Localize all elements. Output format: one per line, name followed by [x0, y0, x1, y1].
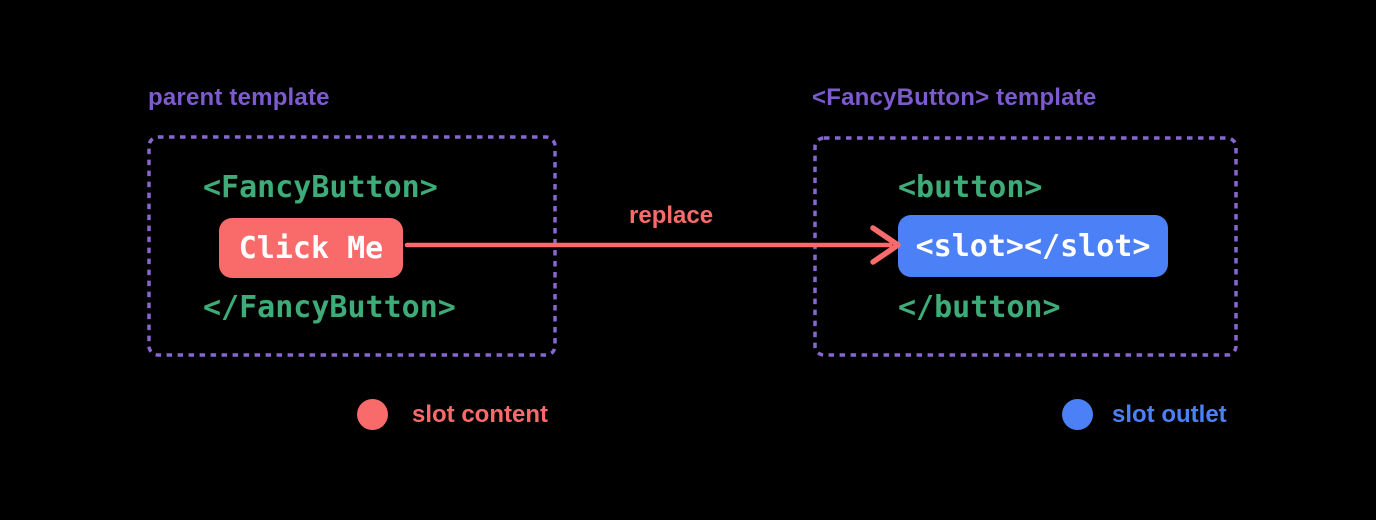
component-code-open-tag: <button> [898, 170, 1043, 205]
parent-code-close-tag: </FancyButton> [203, 290, 456, 325]
slot-content-legend-dot-icon [357, 399, 388, 430]
component-code-close-tag: </button> [898, 290, 1061, 325]
slot-content-chip-label: Click Me [238, 230, 384, 266]
parent-code-open-tag: <FancyButton> [203, 170, 438, 205]
slot-outlet-chip: <slot></slot> [898, 215, 1168, 277]
replace-arrow-label: replace [629, 202, 714, 229]
slot-content-chip: Click Me [219, 218, 403, 278]
parent-template-title: parent template [148, 84, 330, 111]
slot-content-legend-label: slot content [412, 401, 548, 428]
slot-outlet-chip-label: <slot></slot> [915, 228, 1151, 264]
slot-outlet-legend-label: slot outlet [1112, 401, 1227, 428]
component-template-title: <FancyButton> template [812, 84, 1097, 111]
replace-arrow-icon [404, 225, 901, 265]
slot-outlet-legend-dot-icon [1062, 399, 1093, 430]
